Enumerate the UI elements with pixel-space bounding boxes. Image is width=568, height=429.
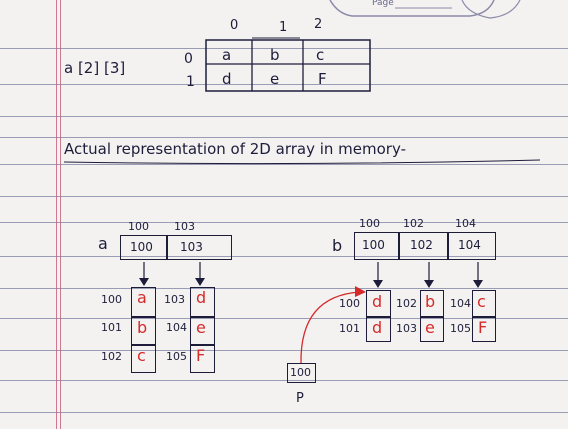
- array-declaration: a [2] [3]: [64, 59, 126, 77]
- memory-value: c: [137, 346, 146, 365]
- address-label: 101: [101, 321, 122, 334]
- pointer-value: 104: [458, 238, 481, 252]
- address-label: 103: [396, 322, 417, 335]
- address-label: 102: [403, 217, 424, 230]
- heading-underline: [63, 159, 541, 165]
- array-cell: c: [316, 46, 325, 64]
- address-label: 100: [128, 220, 149, 233]
- rule-line: [0, 288, 568, 289]
- memory-value: F: [196, 346, 206, 365]
- memory-value: e: [425, 318, 435, 337]
- column-index: 0: [230, 18, 239, 33]
- memory-value: d: [372, 292, 383, 311]
- pointer-value: 100: [130, 240, 153, 254]
- address-label: 100: [339, 297, 360, 310]
- memory-value: d: [196, 288, 207, 307]
- pointer-divider: [398, 232, 400, 260]
- memory-value: a: [137, 288, 147, 307]
- array-cell: a: [222, 46, 232, 64]
- pointer-box-value: 100: [290, 366, 311, 379]
- array-cell: b: [270, 46, 280, 64]
- address-label: 104: [455, 217, 476, 230]
- rule-line: [0, 137, 568, 138]
- row-index: 0: [184, 51, 193, 67]
- margin-line: [56, 0, 57, 429]
- address-label: 104: [166, 321, 187, 334]
- address-label: 101: [339, 322, 360, 335]
- rule-line: [0, 256, 568, 257]
- array-grid: [205, 37, 371, 92]
- address-label: 103: [174, 220, 195, 233]
- rule-line: [0, 380, 568, 381]
- pointer-array-name: b: [332, 236, 343, 255]
- address-label: 100: [359, 217, 380, 230]
- rule-line: [0, 116, 568, 117]
- array-cell: e: [270, 70, 280, 88]
- column-index: 2: [314, 17, 323, 32]
- pointer-divider: [166, 235, 168, 260]
- rule-line: [0, 350, 568, 351]
- rule-line: [0, 196, 568, 197]
- rule-line: [0, 412, 568, 413]
- row-index: 1: [186, 74, 195, 90]
- address-label: 104: [450, 297, 471, 310]
- pointer-value: 100: [362, 238, 385, 252]
- pointer-box: [287, 363, 316, 383]
- rule-line: [0, 164, 568, 165]
- memory-value: b: [137, 318, 148, 337]
- pointer-array: [120, 235, 232, 260]
- page-header-badge: [329, 0, 521, 19]
- memory-value: d: [372, 318, 383, 337]
- margin-line: [60, 0, 61, 429]
- memory-value: b: [425, 292, 436, 311]
- address-label: 105: [166, 350, 187, 363]
- memory-value: F: [478, 318, 488, 337]
- address-label: 105: [450, 322, 471, 335]
- pointer-label: P: [296, 391, 304, 406]
- array-cell: F: [318, 70, 327, 88]
- memory-column: [190, 287, 215, 373]
- column-index: 1: [279, 20, 288, 35]
- rule-line: [0, 222, 568, 223]
- address-label: 102: [396, 297, 417, 310]
- memory-value: e: [196, 318, 206, 337]
- pointer-array-name: a: [98, 234, 108, 253]
- rule-line: [0, 84, 568, 85]
- address-label: 100: [101, 293, 122, 306]
- memory-column: [131, 287, 156, 373]
- page-label: Page: [372, 0, 394, 8]
- memory-value: c: [477, 292, 486, 311]
- rule-line: [0, 318, 568, 319]
- pointer-array: [354, 232, 496, 260]
- pointer-value: 103: [180, 240, 203, 254]
- pointer-divider: [447, 232, 449, 260]
- pointer-value: 102: [410, 238, 433, 252]
- address-label: 102: [101, 350, 122, 363]
- rule-line: [0, 48, 568, 49]
- address-label: 103: [164, 293, 185, 306]
- array-cell: d: [222, 70, 232, 88]
- section-heading: Actual representation of 2D array in mem…: [64, 140, 406, 158]
